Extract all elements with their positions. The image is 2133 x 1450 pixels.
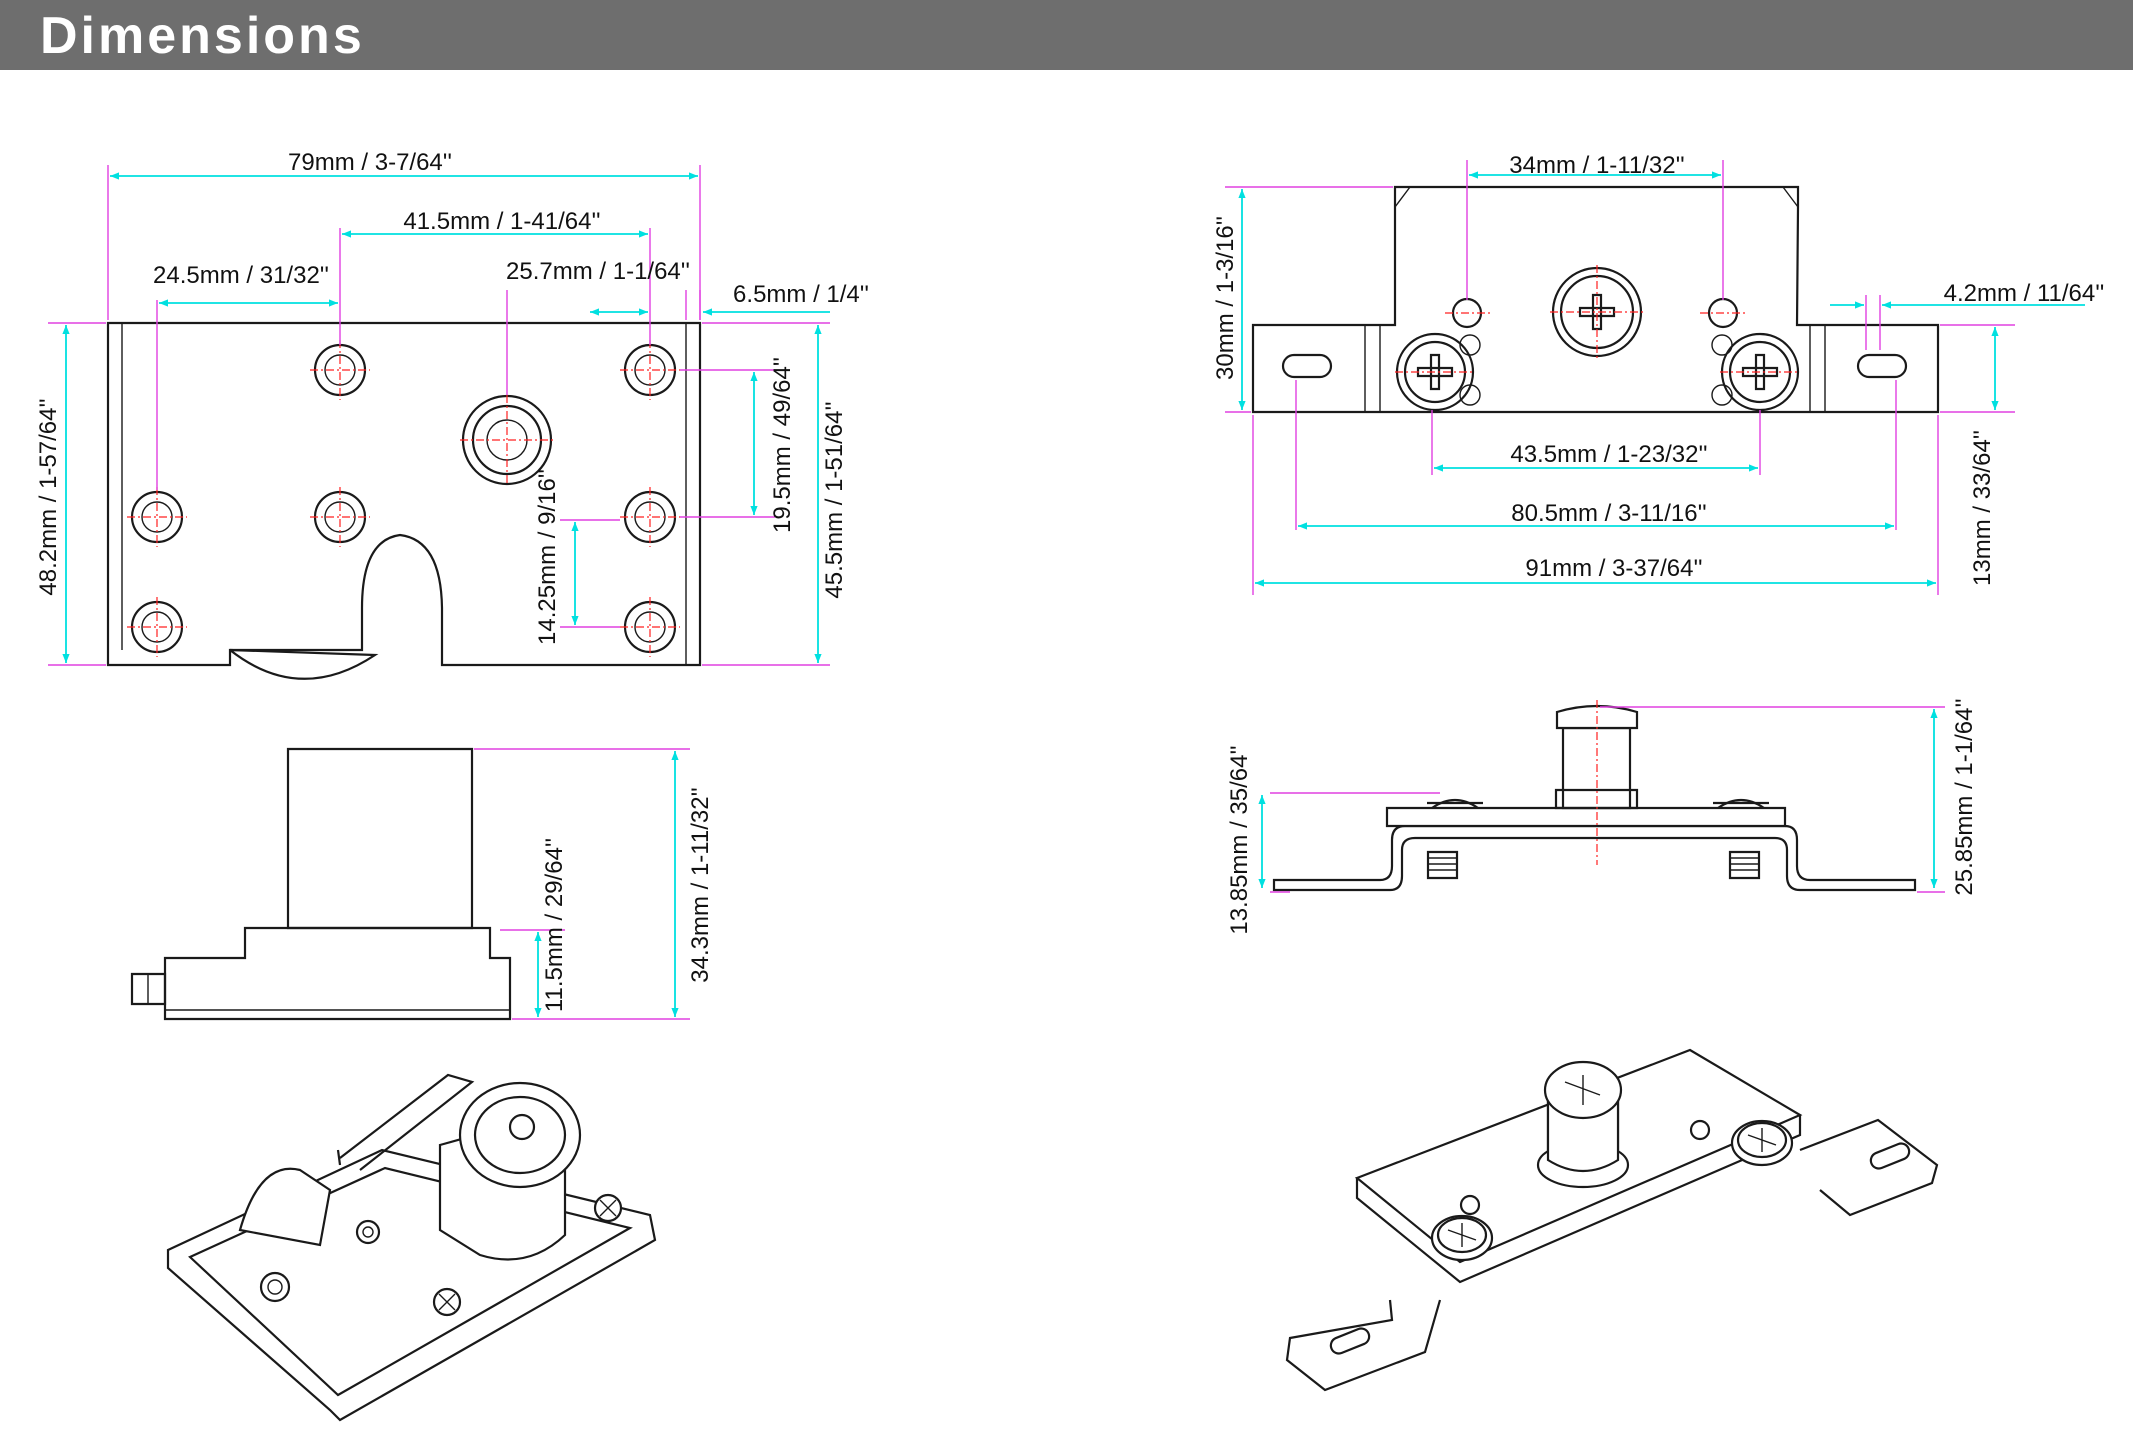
center-lines	[127, 340, 680, 657]
dim-overall-width: 79mm / 3-7/64''	[288, 149, 452, 176]
dim-total-height: 34.3mm / 1-11/32''	[687, 787, 714, 982]
dim-screw-span: 34mm / 1-11/32''	[1509, 152, 1684, 179]
dim-edge-offset: 6.5mm / 1/4''	[733, 281, 869, 308]
iso-screws	[259, 1193, 623, 1317]
extension-lines-right	[1225, 160, 2015, 595]
lock-body-inner-edge	[121, 323, 687, 665]
side-right-view: 13.85mm / 35/64'' 25.85mm / 1-1/64''	[1226, 698, 1978, 934]
dim-left-offset: 24.5mm / 31/32''	[153, 262, 329, 289]
base-side	[163, 926, 512, 1021]
header-bar: Dimensions	[0, 0, 2133, 70]
plate-outline	[1251, 185, 1940, 414]
dim-hole-span: 41.5mm / 1-41/64''	[403, 208, 600, 235]
dim-inner-height: 45.5mm / 1-51/64''	[821, 401, 848, 598]
iso-tab-right	[1799, 1118, 1939, 1217]
side-screw-threads	[1426, 850, 1761, 880]
bolt-stub	[130, 972, 167, 1006]
dim-plate-height: 13.85mm / 35/64''	[1226, 745, 1253, 934]
cylinder-side	[286, 747, 474, 930]
slots	[1281, 353, 1908, 379]
dim-hole-pitch: 19.5mm / 49/64''	[769, 357, 796, 533]
top-right-view: 34mm / 1-11/32'' 30mm / 1-3/16'' 4.2mm /…	[1212, 152, 2104, 595]
dim-body-height: 30mm / 1-3/16''	[1212, 216, 1239, 380]
dim-cylinder-offset: 25.7mm / 1-1/64''	[506, 258, 690, 285]
iso-right-view	[1285, 1048, 1939, 1392]
iso-wall-back	[336, 1073, 475, 1171]
dim-mount-span: 43.5mm / 1-23/32''	[1510, 441, 1707, 468]
dim-overall-height: 48.2mm / 1-57/64''	[35, 398, 62, 595]
dim-tab-height: 13mm / 33/64''	[1969, 430, 1996, 586]
dim-slot-offset: 14.25mm / 9/16''	[534, 469, 561, 645]
top-left-view: 79mm / 3-7/64'' 41.5mm / 1-41/64'' 24.5m…	[35, 149, 869, 680]
mounting-holes	[130, 343, 677, 654]
latch-bolt	[229, 648, 379, 680]
side-top-plate	[1385, 806, 1787, 828]
iso-latch	[238, 1167, 332, 1247]
center-lines-right	[1395, 265, 1800, 373]
extension-lines	[48, 165, 830, 666]
iso-cylinder-top	[458, 1081, 582, 1189]
page-title: Dimensions	[40, 7, 365, 65]
dim-overall-width-right: 91mm / 3-37/64''	[1525, 555, 1702, 582]
dim-base-height: 11.5mm / 29/64''	[541, 838, 568, 1012]
lock-body-outline	[106, 321, 702, 667]
dimension-lines-right	[1238, 171, 2085, 587]
side-left-view: 11.5mm / 29/64'' 34.3mm / 1-11/32''	[130, 747, 714, 1021]
iso-screws-right	[1430, 1119, 1794, 1262]
dim-total-height-right: 25.85mm / 1-1/64''	[1951, 698, 1978, 895]
side-plate	[1272, 824, 1917, 892]
dimension-lines	[62, 172, 830, 663]
dim-tab-offset: 4.2mm / 11/64''	[1944, 280, 2105, 307]
iso-left-view	[166, 1073, 657, 1422]
dim-slot-span: 80.5mm / 3-11/16''	[1511, 500, 1706, 527]
